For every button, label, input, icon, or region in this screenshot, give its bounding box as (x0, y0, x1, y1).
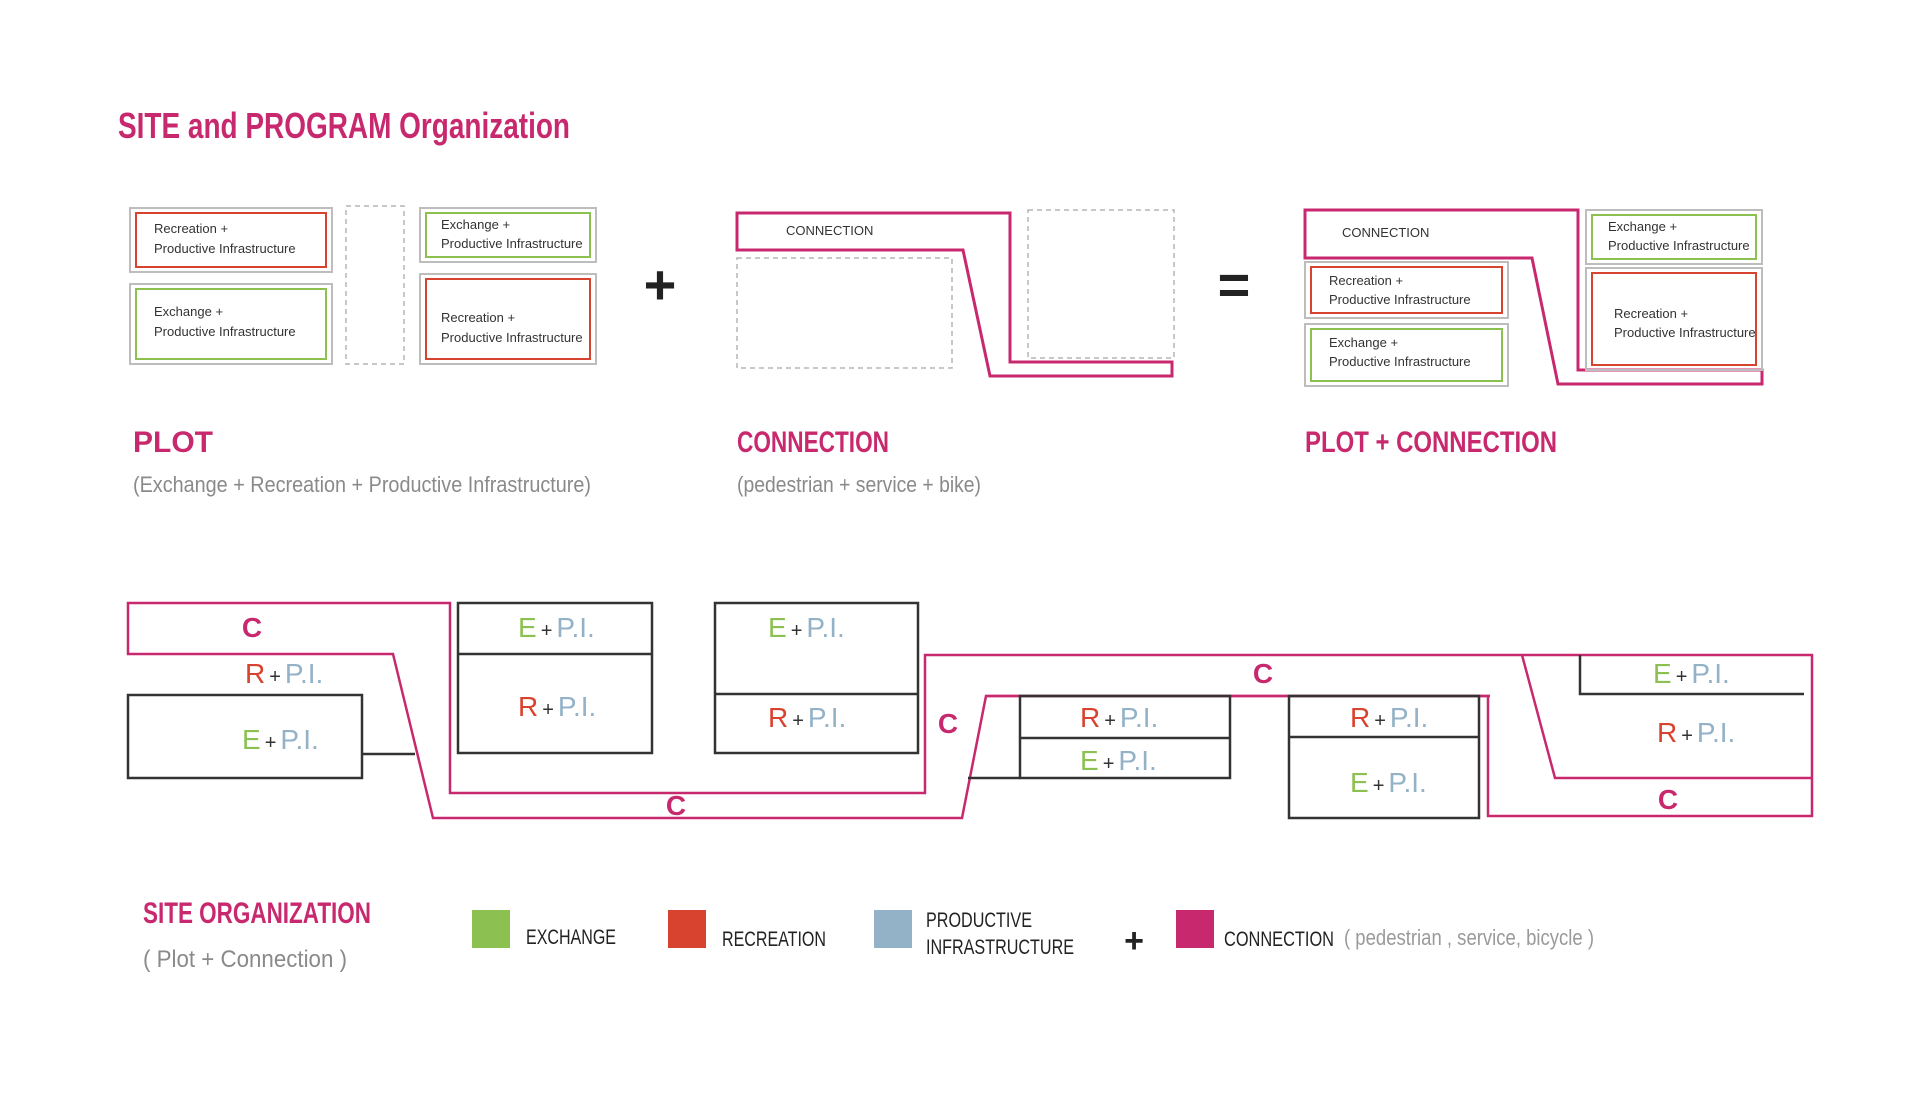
combined-box-exchange-a (1310, 328, 1503, 382)
connection-dashed-right (1027, 209, 1175, 359)
combined-box-exchange-b-line2: Productive Infrastructure (1608, 238, 1750, 253)
site-label-rpi-1: R+P.I. (245, 658, 323, 689)
site-label-rpi-4: R+P.I. (1080, 702, 1158, 733)
caption-connection-sub: (pedestrian + service + bike) (737, 472, 981, 497)
legend-label-productive-2: INFRASTRUCTURE (926, 936, 1074, 959)
legend-label-recreation: RECREATION (722, 928, 826, 951)
plot-box-recreation-a-outer (129, 207, 333, 273)
site-block-2 (456, 601, 654, 755)
combined-box-exchange-b (1591, 214, 1757, 260)
connection-diagram: CONNECTION (735, 209, 1175, 378)
plot-box-recreation-a-line2: Productive Infrastructure (154, 241, 296, 256)
legend-swatch-exchange (472, 910, 510, 948)
site-label-epi-3: E+P.I. (768, 612, 845, 643)
caption-connection-title: CONNECTION (737, 426, 889, 459)
plot-box-recreation-b-line1: Recreation + (441, 310, 515, 325)
svg-text:Recreation +: Recreation + (154, 221, 228, 236)
combined-box-recreation-a (1310, 266, 1503, 314)
legend-swatch-productive (874, 910, 912, 948)
plot-box-recreation-b (425, 278, 591, 360)
legend-sub: ( Plot + Connection ) (143, 946, 347, 973)
connection-box-label: CONNECTION (786, 223, 873, 238)
legend: SITE ORGANIZATION ( Plot + Connection ) … (143, 897, 1594, 973)
combined-box-recreation-a-line1: Recreation + (1329, 273, 1403, 288)
combined-box-exchange-b-line1: Exchange + (1608, 219, 1677, 234)
combined-box-recreation-a-line2: Productive Infrastructure (1329, 292, 1471, 307)
plot-box-exchange-a-line1: Exchange + (154, 304, 223, 319)
site-label-c-3: C (938, 708, 958, 739)
site-label-c-1: C (242, 612, 262, 643)
connection-dashed-left (736, 257, 953, 369)
plot-dashed-gap (345, 205, 405, 365)
legend-label-connection: CONNECTION (1224, 928, 1334, 951)
combined-connection-path (1303, 208, 1764, 386)
plot-box-recreation-b-outer (419, 273, 597, 365)
site-block-5 (1287, 694, 1481, 820)
site-label-rpi-5: R+P.I. (1350, 702, 1428, 733)
site-connection-left (126, 601, 1814, 820)
svg-text:Recreation +: Recreation + (1614, 306, 1688, 321)
site-block-6 (1578, 655, 1804, 696)
svg-text:Exchange +: Exchange + (1329, 335, 1398, 350)
legend-label-productive-1: PRODUCTIVE (926, 909, 1032, 932)
plot-box-recreation-a (135, 212, 327, 268)
site-label-epi-2: E+P.I. (518, 612, 595, 643)
combined-box-exchange-a-line2: Productive Infrastructure (1329, 354, 1471, 369)
combined-box-exchange-b-outer (1585, 209, 1763, 265)
svg-text:Exchange +: Exchange + (154, 304, 223, 319)
plus-operator: + (644, 253, 677, 316)
plot-box-exchange-a-line2: Productive Infrastructure (154, 324, 296, 339)
site-connection-inner-right (1520, 654, 1812, 780)
combined-box-recreation-b-outer (1585, 267, 1763, 371)
plot-box-exchange-b-line2: Productive Infrastructure (441, 236, 583, 251)
svg-text:Exchange +: Exchange + (441, 217, 510, 232)
combined-box-exchange-a-outer (1304, 323, 1509, 387)
site-label-epi-1: E+P.I. (242, 724, 319, 755)
svg-text:Exchange +: Exchange + (1608, 219, 1677, 234)
combined-box-recreation-a-outer (1304, 261, 1509, 319)
caption-plot-sub: (Exchange + Recreation + Productive Infr… (133, 472, 591, 497)
plot-box-exchange-b-outer (419, 207, 597, 263)
combined-box-recreation-b-line1: Recreation + (1614, 306, 1688, 321)
page-title: SITE and PROGRAM Organization (118, 105, 570, 146)
plot-box-exchange-b-line1: Exchange + (441, 217, 510, 232)
site-label-rpi-2: R+P.I. (518, 691, 596, 722)
plot-box-recreation-b-line2: Productive Infrastructure (441, 330, 583, 345)
combined-connection-label: CONNECTION (1342, 225, 1429, 240)
plot-box-exchange-b (425, 212, 591, 258)
legend-title: SITE ORGANIZATION (143, 897, 371, 930)
plot-box-exchange-a (135, 288, 327, 360)
connection-path (735, 211, 1174, 378)
caption-combined-title: PLOT + CONNECTION (1305, 426, 1557, 459)
site-label-rpi-6: R+P.I. (1657, 717, 1735, 748)
site-label-c-5: C (1658, 784, 1678, 815)
combined-box-recreation-b (1591, 272, 1757, 366)
legend-label-exchange: EXCHANGE (526, 926, 616, 949)
combined-diagram: CONNECTION Recreation + Productive Infra… (1303, 208, 1764, 387)
legend-connection-note: ( pedestrian , service, bicycle ) (1344, 925, 1594, 950)
legend-swatch-recreation (668, 910, 706, 948)
combined-box-recreation-b-line2: Productive Infrastructure (1614, 325, 1756, 340)
svg-text:Recreation +: Recreation + (441, 310, 515, 325)
plot-box-exchange-a-outer (129, 283, 333, 365)
site-label-epi-6: E+P.I. (1653, 658, 1730, 689)
equals-operator: = (1218, 253, 1251, 316)
site-block-3 (713, 601, 920, 755)
legend-swatch-connection (1176, 910, 1214, 948)
site-label-epi-5: E+P.I. (1350, 767, 1427, 798)
site-block-1 (126, 693, 364, 780)
site-label-epi-4: E+P.I. (1080, 745, 1157, 776)
site-label-c-2: C (666, 790, 686, 821)
site-label-c-4: C (1253, 658, 1273, 689)
site-label-rpi-3: R+P.I. (768, 702, 846, 733)
site-organization-strip (126, 601, 1814, 820)
combined-box-exchange-a-line1: Exchange + (1329, 335, 1398, 350)
legend-plus: + (1124, 922, 1144, 960)
plot-box-recreation-a-line1: Recreation + (154, 221, 228, 236)
caption-plot-title: PLOT (133, 426, 213, 459)
plot-diagram: Recreation + Productive Infrastructure E… (129, 205, 597, 365)
svg-text:Recreation +: Recreation + (1329, 273, 1403, 288)
